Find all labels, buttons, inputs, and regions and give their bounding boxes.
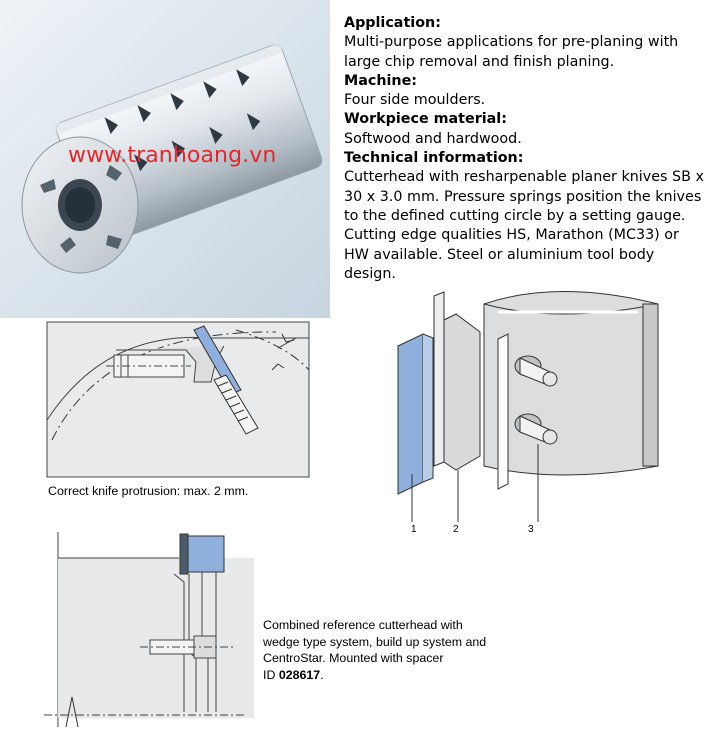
knife-protrusion-diagram	[46, 320, 316, 482]
combined-caption-line2: wedge type system, build up system and	[263, 634, 487, 649]
workpiece-text: Softwood and hardwood.	[344, 130, 522, 147]
application-heading: Application:	[344, 15, 441, 31]
application-text: Multi-purpose applications for pre-plani…	[344, 34, 679, 70]
protrusion-caption: Correct knife protrusion: max. 2 mm.	[48, 484, 249, 498]
combined-caption-id: ID 028617.	[263, 667, 486, 684]
id-prefix: ID	[263, 667, 279, 682]
callout-1: 1	[411, 524, 417, 535]
callout-2: 2	[453, 524, 459, 535]
combined-cutterhead-diagram	[44, 532, 254, 727]
machine-heading: Machine:	[344, 72, 418, 89]
id-number: 028617	[278, 667, 321, 682]
combined-caption: Combined reference cutterhead with wedge…	[263, 617, 486, 683]
id-suffix: .	[320, 667, 324, 682]
combined-caption-line1: Combined reference cutterhead with	[263, 618, 463, 632]
watermark-text: www.tranhoang.vn	[68, 143, 277, 168]
machine-text: Four side moulders.	[344, 92, 486, 109]
cutterhead-photo	[0, 0, 330, 318]
combined-caption-line3: CentroStar. Mounted with spacer	[263, 651, 444, 665]
workpiece-heading: Workpiece material:	[344, 111, 507, 128]
callout-3: 3	[528, 524, 534, 535]
spec-description: Application: Multi-purpose applications …	[344, 14, 704, 284]
exploded-knife-diagram: 1 2 3	[388, 284, 663, 540]
technical-text: Cutterhead with resharpenable planer kni…	[344, 169, 704, 282]
technical-heading: Technical information:	[344, 150, 524, 167]
